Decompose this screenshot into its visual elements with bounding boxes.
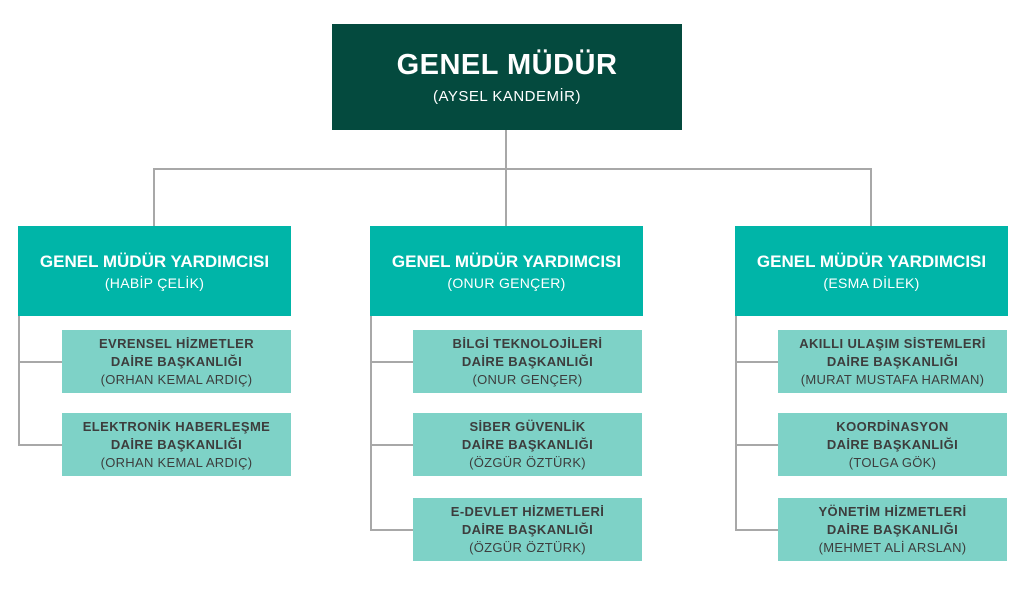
deputy-name: (ONUR GENÇER) [447,274,566,291]
department-head-name: (ORHAN KEMAL ARDIÇ) [100,371,253,387]
department-line2: DAİRE BAŞKANLIĞI [826,521,959,537]
department-box: E-DEVLET HİZMETLERİ DAİRE BAŞKANLIĞI (ÖZ… [413,498,642,561]
department-head-name: (ÖZGÜR ÖZTÜRK) [469,539,586,555]
connector-col2-branch [370,529,413,531]
department-head-name: (ORHAN KEMAL ARDIÇ) [100,454,253,470]
department-box: BİLGİ TEKNOLOJİLERİ DAİRE BAŞKANLIĞI (ON… [413,330,642,393]
connector-horizontal-bus [153,168,872,170]
deputy-box: GENEL MÜDÜR YARDIMCISI (HABİP ÇELİK) [18,226,291,316]
department-box: YÖNETİM HİZMETLERİ DAİRE BAŞKANLIĞI (MEH… [778,498,1007,561]
department-line2: DAİRE BAŞKANLIĞI [826,436,959,452]
connector-col2-trunk [370,316,372,530]
connector-col1-branch [18,361,62,363]
connector-col3-branch [735,444,778,446]
connector-col3-branch [735,361,778,363]
department-line2: DAİRE BAŞKANLIĞI [110,436,243,452]
connector-col2-branch [370,361,413,363]
department-head-name: (MEHMET ALİ ARSLAN) [818,539,967,555]
connector-col3-branch [735,529,778,531]
department-line2: DAİRE BAŞKANLIĞI [110,353,243,369]
deputy-box: GENEL MÜDÜR YARDIMCISI (ONUR GENÇER) [370,226,643,316]
connector-col1-drop [153,168,155,226]
department-line1: BİLGİ TEKNOLOJİLERİ [452,335,603,351]
department-head-name: (ÖZGÜR ÖZTÜRK) [469,454,586,470]
connector-col1-trunk [18,316,20,445]
general-manager-box: GENEL MÜDÜR (AYSEL KANDEMİR) [332,24,682,130]
connector-col2-drop [505,168,507,226]
deputy-title: GENEL MÜDÜR YARDIMCISI [391,251,622,271]
deputy-name: (HABİP ÇELİK) [104,274,205,291]
department-box: SİBER GÜVENLİK DAİRE BAŞKANLIĞI (ÖZGÜR Ö… [413,413,642,476]
deputy-box: GENEL MÜDÜR YARDIMCISI (ESMA DİLEK) [735,226,1008,316]
department-line1: KOORDİNASYON [836,418,949,434]
department-box: AKILLI ULAŞIM SİSTEMLERİ DAİRE BAŞKANLIĞ… [778,330,1007,393]
general-manager-title: GENEL MÜDÜR [396,49,618,81]
department-box: KOORDİNASYON DAİRE BAŞKANLIĞI (TOLGA GÖK… [778,413,1007,476]
department-box: ELEKTRONİK HABERLEŞME DAİRE BAŞKANLIĞI (… [62,413,291,476]
department-line1: E-DEVLET HİZMETLERİ [450,503,605,519]
department-head-name: (ONUR GENÇER) [472,371,583,387]
department-line1: YÖNETİM HİZMETLERİ [818,503,967,519]
department-line1: AKILLI ULAŞIM SİSTEMLERİ [799,335,986,351]
department-line2: DAİRE BAŞKANLIĞI [461,521,594,537]
general-manager-name: (AYSEL KANDEMİR) [432,88,582,105]
department-line1: SİBER GÜVENLİK [469,418,586,434]
connector-col1-branch [18,444,62,446]
connector-col2-branch [370,444,413,446]
connector-col3-drop [870,168,872,226]
deputy-name: (ESMA DİLEK) [823,274,920,291]
deputy-title: GENEL MÜDÜR YARDIMCISI [756,251,987,271]
department-head-name: (TOLGA GÖK) [848,454,937,470]
deputy-title: GENEL MÜDÜR YARDIMCISI [39,251,270,271]
department-box: EVRENSEL HİZMETLER DAİRE BAŞKANLIĞI (ORH… [62,330,291,393]
connector-col3-trunk [735,316,737,530]
connector-gm-vertical [505,130,507,169]
department-line1: EVRENSEL HİZMETLER [98,335,255,351]
department-line1: ELEKTRONİK HABERLEŞME [82,418,271,434]
department-line2: DAİRE BAŞKANLIĞI [826,353,959,369]
department-line2: DAİRE BAŞKANLIĞI [461,353,594,369]
department-line2: DAİRE BAŞKANLIĞI [461,436,594,452]
department-head-name: (MURAT MUSTAFA HARMAN) [800,371,985,387]
